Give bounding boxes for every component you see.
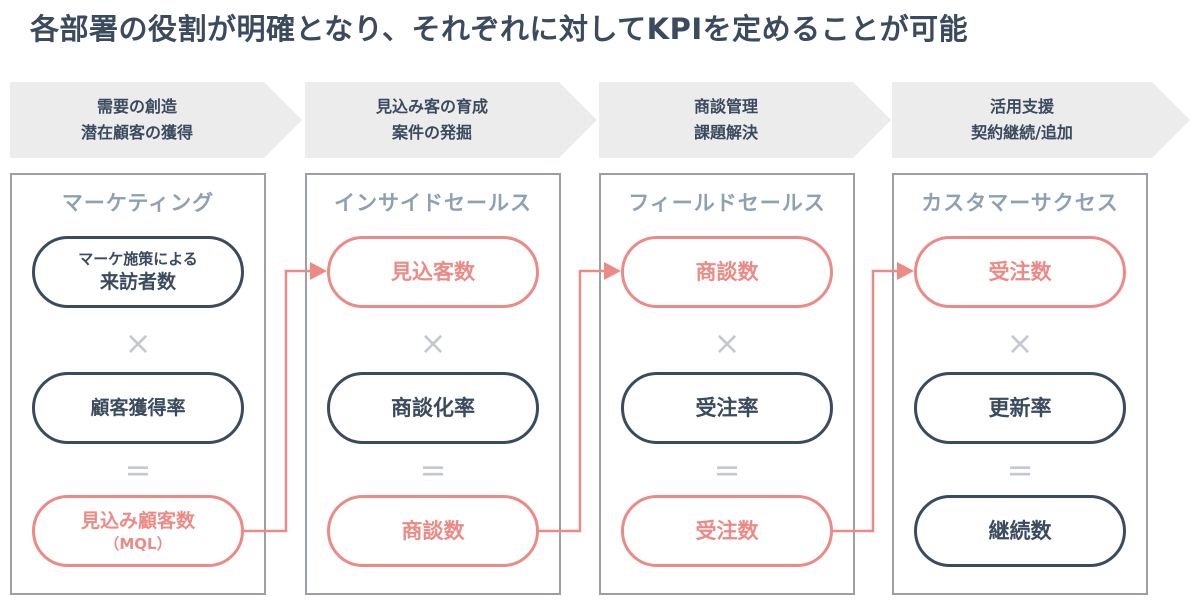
kpi-inside-sales-conversion-rate: 商談化率 <box>327 372 539 444</box>
multiply-operator-3: × <box>713 324 741 362</box>
phase-4-line2: 契約継続/追加 <box>971 123 1073 142</box>
multiply-operator-1: × <box>124 324 152 362</box>
phase-3-line2: 課題解決 <box>693 123 758 142</box>
kpi-field-sales-win-rate: 受注率 <box>621 372 833 444</box>
kpi-inside-sales-conversion-rate-label: 商談化率 <box>391 396 475 420</box>
kpi-inside-sales-deals-label: 商談数 <box>401 519 465 543</box>
multiply-operator-4: × <box>1006 324 1034 362</box>
phase-1-line2: 潜在顧客の獲得 <box>80 123 193 142</box>
phase-chevron-4: 活用支援 契約継続/追加 <box>892 82 1190 158</box>
kpi-marketing-visitors: マーケ施策による 来訪者数 <box>32 236 244 308</box>
kpi-marketing-mql-line2: （MQL） <box>104 535 172 553</box>
kpi-inside-sales-leads-label: 見込客数 <box>391 260 475 284</box>
phase-4-line1: 活用支援 <box>989 97 1054 116</box>
column-header-field-sales: フィールドセールス <box>628 191 826 215</box>
kpi-inside-sales-deals: 商談数 <box>327 495 539 567</box>
kpi-customer-success-continuations-label: 継続数 <box>988 519 1052 543</box>
equals-operator-3: = <box>713 451 741 489</box>
phase-1-line1: 需要の創造 <box>96 97 177 116</box>
kpi-customer-success-orders-label: 受注数 <box>988 260 1052 284</box>
kpi-marketing-acquisition-rate: 顧客獲得率 <box>32 372 244 444</box>
kpi-field-sales-deals: 商談数 <box>621 236 833 308</box>
phase-2-line2: 案件の発掘 <box>391 123 472 142</box>
column-header-customer-success: カスタマーサクセス <box>921 191 1119 215</box>
phase-chevron-2: 見込み客の育成 案件の発掘 <box>305 82 597 158</box>
kpi-inside-sales-leads: 見込客数 <box>327 236 539 308</box>
kpi-marketing-mql-line1: 見込み顧客数 <box>80 510 195 532</box>
equals-operator-2: = <box>419 451 447 489</box>
kpi-customer-success-renewal-rate: 更新率 <box>914 372 1126 444</box>
phase-chevron-3: 商談管理 課題解決 <box>599 82 891 158</box>
kpi-field-sales-deals-label: 商談数 <box>695 260 759 284</box>
kpi-marketing-mql: 見込み顧客数 （MQL） <box>32 495 244 567</box>
kpi-marketing-visitors-line2: 来訪者数 <box>99 271 176 293</box>
phase-3-line1: 商談管理 <box>693 97 758 116</box>
kpi-field-sales-orders-label: 受注数 <box>695 519 759 543</box>
kpi-field-sales-win-rate-label: 受注率 <box>695 396 759 420</box>
equals-operator-4: = <box>1006 451 1034 489</box>
multiply-operator-2: × <box>419 324 447 362</box>
column-header-marketing: マーケティング <box>61 191 215 215</box>
kpi-field-sales-orders: 受注数 <box>621 495 833 567</box>
column-header-inside-sales: インサイドセールス <box>334 191 532 215</box>
kpi-customer-success-orders: 受注数 <box>914 236 1126 308</box>
equals-operator-1: = <box>124 451 152 489</box>
kpi-marketing-acquisition-rate-label: 顧客獲得率 <box>90 397 186 419</box>
page-title: 各部署の役割が明確となり、それぞれに対してKPIを定めることが可能 <box>30 12 969 46</box>
kpi-customer-success-continuations: 継続数 <box>914 495 1126 567</box>
kpi-marketing-visitors-line1: マーケ施策による <box>78 250 198 268</box>
kpi-customer-success-renewal-rate-label: 更新率 <box>988 396 1052 420</box>
phase-chevron-1: 需要の創造 潜在顧客の獲得 <box>10 82 302 158</box>
phase-2-line1: 見込み客の育成 <box>375 97 488 116</box>
